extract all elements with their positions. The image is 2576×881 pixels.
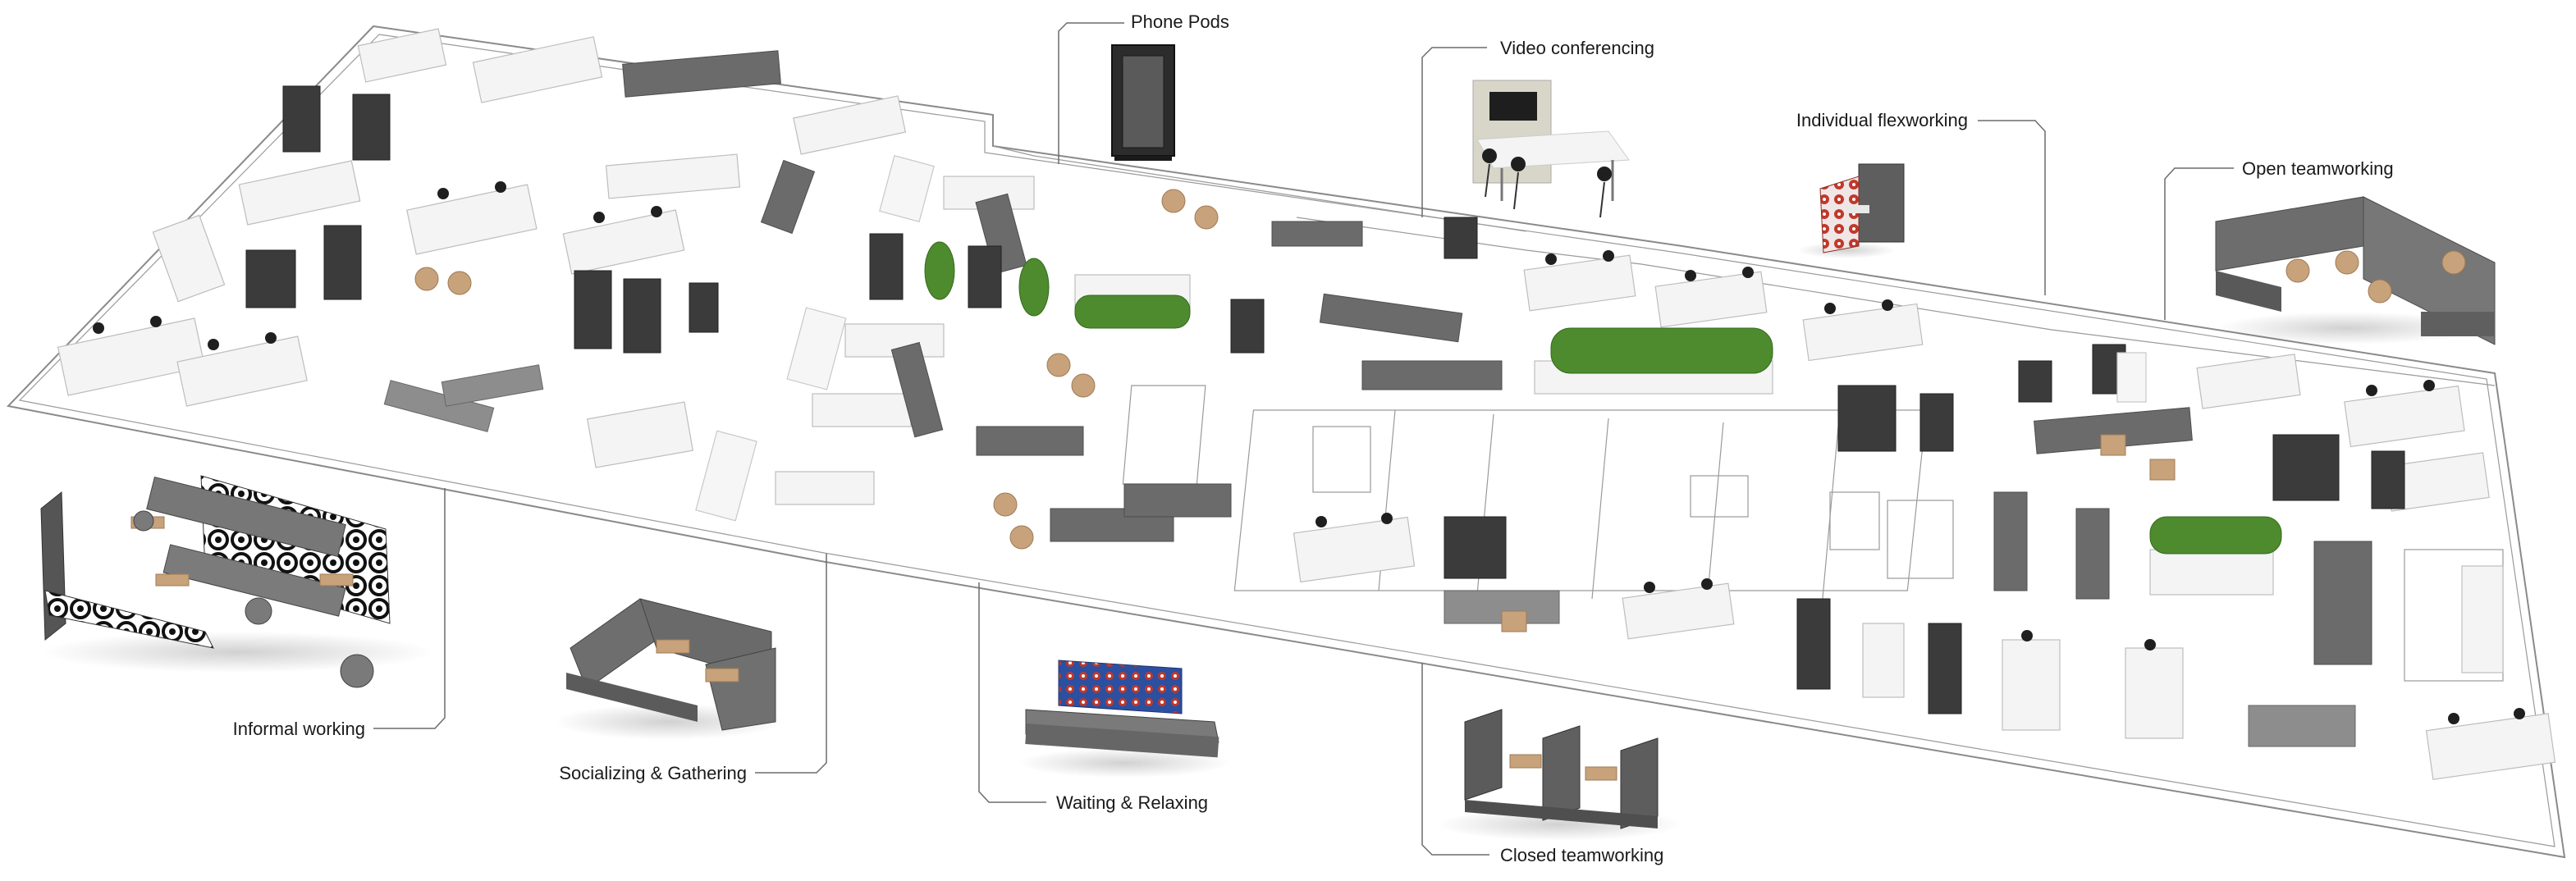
white-cabinets (695, 154, 2147, 522)
zone-labels: Phone Pods Video conferencing Individual… (233, 11, 2394, 865)
label-phone-pods: Phone Pods (1131, 11, 1229, 32)
dark-pods (245, 85, 2405, 714)
video-conferencing-illustration (1472, 80, 1630, 218)
informal-working-illustration (40, 475, 435, 688)
chairs (93, 181, 2525, 724)
planters (924, 241, 2282, 555)
furniture-clusters (57, 28, 2556, 780)
label-closed-teamworking: Closed teamworking (1500, 845, 1663, 865)
desk-cluster (57, 28, 2556, 780)
label-socializing-gathering: Socializing & Gathering (559, 763, 747, 783)
closed-teamworking-illustration (1436, 709, 1682, 841)
individual-flexworking-illustration (1797, 163, 1905, 258)
label-open-teamworking: Open teamworking (2242, 158, 2394, 179)
phone-pod-illustration (1106, 44, 1180, 162)
label-video-conferencing: Video conferencing (1500, 38, 1654, 58)
socializing-gathering-illustration (554, 598, 784, 740)
waiting-relaxing-illustration (1018, 660, 1231, 778)
label-waiting-relaxing: Waiting & Relaxing (1056, 792, 1208, 813)
sofas-on-plan (383, 50, 2372, 747)
open-teamworking-illustration (2215, 196, 2496, 345)
label-informal-working: Informal working (233, 719, 365, 739)
wood-tables (414, 189, 2176, 632)
leader-lines (373, 22, 2234, 856)
label-individual-flexworking: Individual flexworking (1796, 110, 1968, 130)
